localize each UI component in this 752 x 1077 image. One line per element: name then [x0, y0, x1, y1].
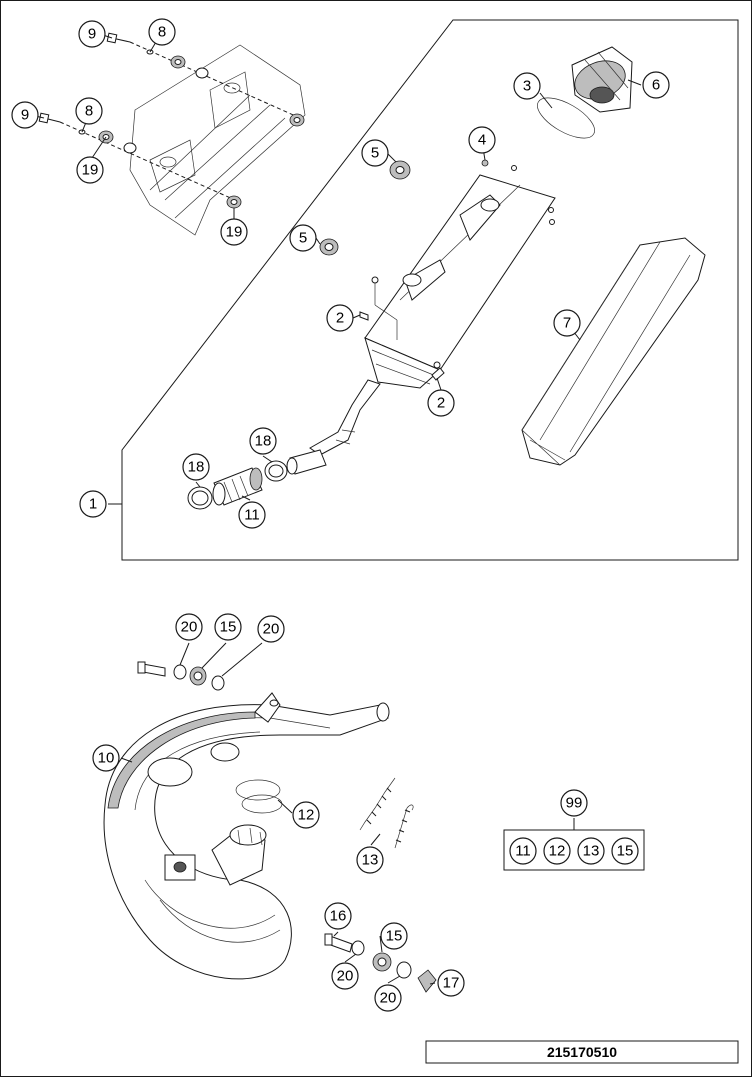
callout-label: 10: [98, 750, 115, 767]
grommets: [319, 160, 411, 256]
callout-8-lower: 8: [75, 97, 103, 125]
lower-bolt-set: [38, 112, 242, 209]
callout-label: 20: [337, 968, 354, 985]
callout-label: 17: [443, 975, 460, 992]
callout-19-right: 19: [220, 218, 248, 246]
callout-20-upper-right: 20: [257, 615, 285, 643]
callout-19-left: 19: [76, 156, 104, 184]
assembly-frame-1: [121, 19, 739, 561]
callout-label: 7: [563, 315, 571, 332]
callout-label: 9: [21, 107, 29, 124]
callout-label: 15: [386, 928, 403, 945]
kit-item-label: 12: [549, 843, 566, 860]
callout-label: 99: [566, 795, 583, 812]
callout-8-upper: 8: [148, 18, 176, 46]
callout-label: 5: [371, 145, 379, 162]
lower-fastener-set: [324, 933, 437, 993]
callout-20-upper-left: 20: [175, 613, 203, 641]
rivets: [359, 159, 555, 381]
callout-17: 17: [437, 969, 465, 997]
callout-label: 2: [437, 395, 445, 412]
kit-item-label: 15: [617, 843, 634, 860]
callout-label: 11: [244, 507, 260, 524]
callout-label: 19: [226, 224, 243, 241]
callout-label: 8: [158, 24, 166, 41]
upper-bolt-set: [106, 32, 305, 127]
callout-label: 6: [652, 77, 660, 94]
kit-item-15: 15: [611, 837, 639, 865]
callout-label: 18: [188, 459, 205, 476]
callout-2-right: 2: [427, 389, 455, 417]
callout-label: 18: [255, 433, 272, 450]
callout-2-left: 2: [326, 304, 354, 332]
kit-item-13: 13: [577, 837, 605, 865]
kit-item-12: 12: [543, 837, 571, 865]
header-gasket: [235, 779, 281, 801]
kit-item-label: 11: [515, 843, 531, 860]
callout-label: 8: [85, 103, 93, 120]
kit-box: [503, 829, 645, 871]
silencer-outlet-pipe: [286, 379, 381, 475]
header-pipe: [103, 692, 390, 980]
header-gasket-inner: [241, 794, 283, 814]
springs: [359, 777, 414, 849]
callout-16: 16: [324, 902, 352, 930]
callout-20-lower-right: 20: [374, 984, 402, 1012]
callout-18-left: 18: [182, 453, 210, 481]
callout-label: 2: [336, 310, 344, 327]
callout-label: 16: [330, 908, 347, 925]
callout-10: 10: [92, 744, 120, 772]
connector-sleeve: [212, 467, 263, 506]
callout-label: 4: [478, 132, 486, 149]
callout-label: 20: [181, 619, 198, 636]
callout-11: 11: [238, 501, 266, 529]
callout-label: 12: [298, 807, 315, 824]
callout-18-right: 18: [249, 427, 277, 455]
callout-label: 20: [380, 990, 397, 1007]
silencer-body: [364, 174, 556, 389]
callout-label: 1: [89, 496, 97, 513]
callout-label: 13: [362, 852, 379, 869]
callout-label: 20: [263, 621, 280, 638]
callout-label: 15: [220, 619, 237, 636]
part-code-box: [425, 1040, 739, 1064]
gasket: [537, 97, 595, 139]
callout-3: 3: [513, 72, 541, 100]
callout-label: 5: [299, 230, 307, 247]
kit-item-11: 11: [509, 837, 537, 865]
subframe-bracket: [129, 44, 306, 236]
callout-7: 7: [553, 309, 581, 337]
kit-item-label: 13: [583, 843, 600, 860]
callout-label: 19: [82, 162, 99, 179]
part-code: 215170510: [547, 1044, 617, 1060]
callout-9-upper: 9: [78, 20, 106, 48]
end-cap: [571, 46, 633, 113]
seal-rings: [187, 460, 288, 510]
callout-20-lower-left: 20: [331, 962, 359, 990]
upper-fastener-set: [137, 661, 225, 691]
callout-15-lower: 15: [380, 922, 408, 950]
silencer-sleeve: [521, 237, 706, 466]
callout-9-lower: 9: [11, 101, 39, 129]
callout-99: 99: [560, 789, 588, 817]
callout-1: 1: [79, 490, 107, 518]
callout-4: 4: [468, 126, 496, 154]
callout-5-lower: 5: [289, 224, 317, 252]
callout-label: 9: [88, 26, 96, 43]
callout-12: 12: [292, 801, 320, 829]
callout-label: 3: [523, 78, 531, 95]
callout-15-upper: 15: [214, 613, 242, 641]
callout-13: 13: [356, 846, 384, 874]
callout-6: 6: [642, 71, 670, 99]
callout-5-upper: 5: [361, 139, 389, 167]
